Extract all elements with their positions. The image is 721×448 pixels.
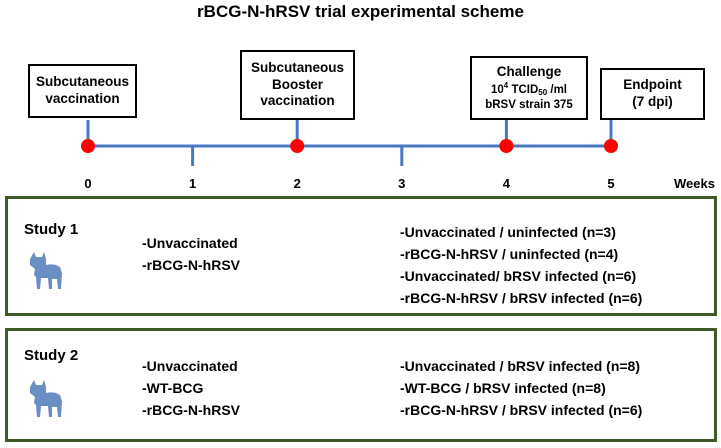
list-item: -rBCG-N-hRSV / uninfected (n=4) [400, 246, 619, 262]
event-text: vaccination [45, 91, 120, 106]
group-list: -Unvaccinated / uninfected (n=3) -rBCG-N… [400, 221, 642, 309]
tick-label: 0 [84, 176, 92, 191]
event-marker [290, 139, 305, 153]
study-1-panel: Study 1 -Unvaccinated -rBCG-N-hRSV -Unva… [5, 196, 717, 316]
tick-label: 3 [398, 176, 406, 191]
event-text: Subcutaneous [250, 59, 344, 75]
tick-label: 1 [188, 176, 197, 191]
study-title: Study 2 [24, 347, 79, 364]
study-2-panel: Study 2 -Unvaccinated -WT-BCG -rBCG-N-hR… [5, 328, 717, 442]
event-text: bRSV strain 375 [485, 98, 573, 111]
event-marker [499, 139, 514, 153]
tick-label: 4 [502, 176, 511, 191]
vaccine-list: -Unvaccinated -rBCG-N-hRSV [142, 232, 240, 276]
event-text: Challenge [496, 63, 562, 79]
tick-label: 5 [607, 176, 615, 191]
tick-label: 2 [293, 176, 301, 191]
list-item: -rBCG-N-hRSV [142, 402, 240, 418]
dose-subscript: 50 [538, 87, 548, 97]
event-text: Endpoint [623, 77, 682, 93]
vaccine-list: -Unvaccinated -WT-BCG -rBCG-N-hRSV [142, 355, 240, 421]
list-item: -rBCG-N-hRSV / bRSV infected (n=6) [400, 402, 643, 418]
dose-exponent: 4 [503, 80, 509, 90]
list-item: -WT-BCG / bRSV infected (n=8) [400, 380, 606, 396]
study-title: Study 1 [24, 221, 79, 238]
list-item: -Unvaccinated [142, 235, 238, 251]
event-box-endpoint: Endpoint (7 dpi) [600, 68, 705, 120]
list-item: -Unvaccinated/ bRSV infected (n=6) [400, 268, 637, 284]
event-marker [81, 139, 95, 153]
challenge-dose: 104 TCID50 /ml [472, 81, 586, 98]
event-box-challenge: Challenge 104 TCID50 /ml bRSV strain 375 [470, 56, 588, 120]
event-text: Booster [271, 76, 323, 92]
event-text: (7 dpi) [632, 94, 673, 109]
timeline-unit-label: Weeks [674, 176, 715, 191]
dose-base: 10 [490, 83, 504, 96]
calf-icon [30, 380, 62, 417]
event-marker [604, 139, 618, 153]
event-text: Subcutaneous [35, 74, 129, 90]
list-item: -Unvaccinated / bRSV infected (n=8) [400, 358, 640, 374]
dose-unit-post: /ml [550, 83, 568, 96]
group-list: -Unvaccinated / bRSV infected (n=8) -WT-… [400, 355, 642, 421]
list-item: -rBCG-N-hRSV / bRSV infected (n=6) [400, 290, 643, 306]
diagram-title: rBCG-N-hRSV trial experimental scheme [197, 2, 524, 21]
list-item: -rBCG-N-hRSV [142, 257, 240, 273]
timeline [81, 120, 618, 166]
event-text: vaccination [260, 93, 335, 109]
event-box-booster: Subcutaneous Booster vaccination [240, 50, 355, 120]
list-item: -Unvaccinated / uninfected (n=3) [400, 224, 616, 240]
list-item: -WT-BCG [142, 380, 204, 396]
event-box-vaccination: Subcutaneous vaccination [28, 64, 137, 118]
dose-unit: TCID [511, 83, 539, 96]
calf-icon [30, 252, 62, 289]
list-item: -Unvaccinated [142, 358, 238, 374]
